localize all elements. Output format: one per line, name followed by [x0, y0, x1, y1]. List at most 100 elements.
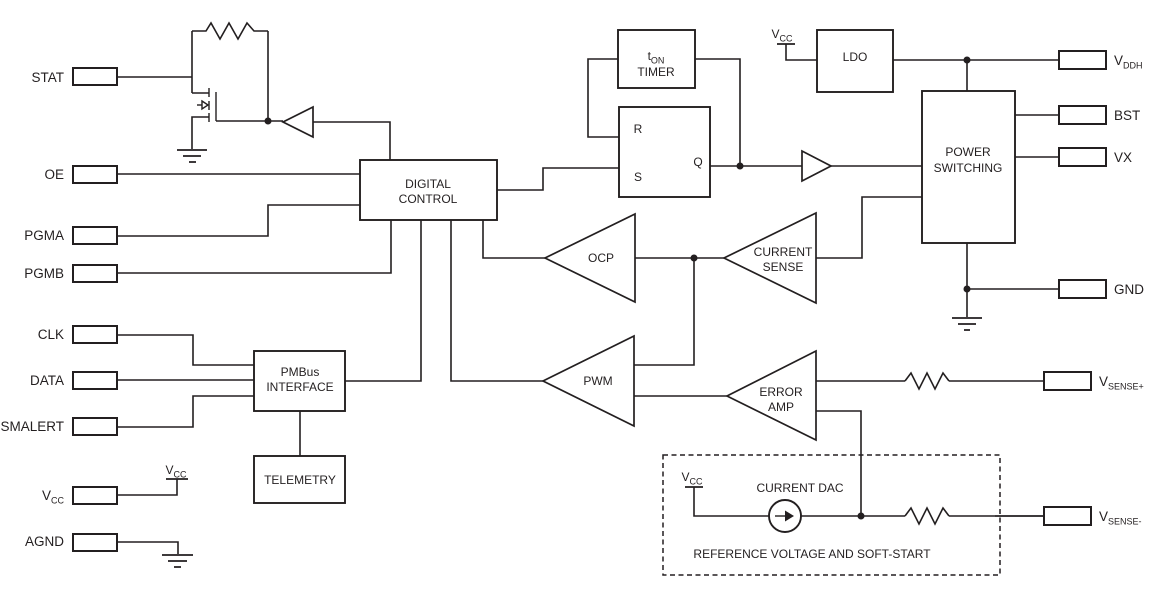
pin-box-data: [72, 371, 118, 390]
junction-dot-ocp-cs: [690, 254, 698, 262]
label-power-switching-1: POWER: [945, 145, 991, 159]
wire-erroramp-to-reference: [816, 410, 862, 516]
ground-icon-agnd: [162, 554, 193, 568]
resistor-vsense-plus: [904, 371, 950, 391]
block-ton-timer: [617, 29, 696, 89]
pin-box-pgma: [72, 226, 118, 245]
pin-box-vsense-minus: [1043, 506, 1092, 526]
pin-label-pgma: PGMA: [24, 228, 64, 243]
pin-box-oe: [72, 165, 118, 184]
amp-current-sense: [722, 211, 817, 305]
label-current-sense-2: SENSE: [763, 260, 804, 274]
wire-dac-vcc: [693, 487, 769, 517]
ground-icon-powerswitching: [952, 317, 982, 331]
label-latch-q: Q: [693, 155, 702, 169]
pin-label-vx: VX: [1114, 150, 1132, 165]
wire-inverter-input: [313, 121, 391, 160]
pin-box-pgmb: [72, 264, 118, 283]
block-power-switching: [921, 90, 1016, 244]
label-pwm: PWM: [583, 374, 612, 388]
pin-label-clk: CLK: [38, 327, 64, 342]
label-current-sense-1: CURRENT: [754, 245, 813, 259]
pin-box-vddh: [1058, 50, 1107, 70]
wire-vcc-pin: [117, 479, 178, 496]
mosfet-source-lead: [191, 116, 209, 149]
pin-box-bst: [1058, 105, 1107, 125]
amp-ocp: [543, 212, 636, 304]
label-error-amp-1: ERROR: [759, 385, 803, 399]
mosfet-stat: [191, 88, 217, 149]
wire-pmbus-to-digital: [345, 220, 422, 382]
label-ocp: OCP: [588, 251, 614, 265]
resistor-stat-pullup: [192, 21, 268, 41]
wire-timer-to-r: [587, 58, 619, 138]
pin-box-agnd: [72, 533, 118, 552]
label-digital-control-1: DIGITAL: [405, 177, 451, 191]
pin-label-vcc: VCC: [42, 488, 65, 506]
label-pmbus-1: PMBus: [281, 365, 320, 379]
junction-dot-vddh: [963, 56, 971, 64]
pin-label-bst: BST: [1114, 108, 1140, 123]
label-ton-timer-1: tON: [648, 49, 665, 66]
pin-box-stat: [72, 67, 118, 86]
pin-box-vx: [1058, 147, 1107, 167]
pin-label-stat: STAT: [32, 70, 65, 85]
wire-q-to-timer: [695, 58, 741, 166]
pin-label-smalert: SMALERT: [0, 419, 64, 434]
wire-pgma: [117, 204, 360, 237]
pin-box-smalert: [72, 417, 118, 436]
label-ton-timer-2: TIMER: [637, 65, 675, 79]
label-vcc-dac: VCC: [681, 470, 703, 487]
label-digital-control-2: CONTROL: [399, 192, 458, 206]
label-reference-softstart: REFERENCE VOLTAGE AND SOFT-START: [693, 547, 931, 561]
pin-label-vsense-plus: VSENSE+: [1099, 374, 1144, 392]
reference-softstart-box: [662, 454, 1001, 576]
inverter-icon-stat: [281, 105, 314, 139]
junction-dot-gate: [264, 117, 272, 125]
resistor-vsense-minus: [904, 506, 950, 526]
block-rs-latch: [618, 106, 711, 198]
current-source-arrow-head: [785, 510, 794, 522]
block-ldo: [816, 29, 894, 93]
wire-currentsense-to-pwm: [634, 258, 695, 366]
buffer-icon-gate-drive: [801, 149, 833, 183]
wire-pwm-to-digital: [450, 220, 543, 382]
wire-digital-to-s: [497, 167, 619, 191]
pin-box-gnd: [1058, 279, 1107, 299]
label-error-amp-2: AMP: [768, 400, 794, 414]
wire-clk: [117, 334, 254, 366]
wire-ocp-to-digital: [482, 220, 545, 259]
label-power-switching-2: SWITCHING: [934, 161, 1003, 175]
ground-icon-stat: [177, 149, 207, 163]
pin-label-vddh: VDDH: [1114, 53, 1143, 71]
label-ldo: LDO: [843, 50, 868, 64]
label-telemetry: TELEMETRY: [264, 473, 336, 487]
current-dac-source-icon: [768, 499, 802, 533]
label-vcc-pin-rail: VCC: [165, 463, 187, 480]
wire-agnd: [117, 541, 179, 554]
wire-powerswitching-to-currentsense: [816, 196, 922, 259]
label-latch-r: R: [634, 122, 643, 136]
junction-dot-q: [736, 162, 744, 170]
label-latch-s: S: [634, 170, 642, 184]
label-pmbus-2: INTERFACE: [266, 380, 333, 394]
mosfet-body-arrow-head: [201, 99, 210, 111]
pin-box-vcc: [72, 486, 118, 505]
amp-error: [725, 349, 817, 442]
pin-label-oe: OE: [44, 167, 64, 182]
pin-label-gnd: GND: [1114, 282, 1144, 297]
pin-box-vsense-plus: [1043, 371, 1092, 391]
wire-vcc-to-ldo: [785, 44, 817, 61]
pin-label-vsense-minus: VSENSE-: [1099, 509, 1142, 527]
junction-dot-reference: [857, 512, 865, 520]
wire-smalert: [117, 395, 254, 428]
wire-powerswitching-gnd: [966, 243, 1059, 317]
pin-box-clk: [72, 325, 118, 344]
pin-label-pgmb: PGMB: [24, 266, 64, 281]
amp-pwm: [541, 334, 635, 428]
label-vcc-ldo: VCC: [771, 27, 793, 44]
block-telemetry: [253, 455, 346, 504]
pin-label-agnd: AGND: [25, 534, 64, 549]
